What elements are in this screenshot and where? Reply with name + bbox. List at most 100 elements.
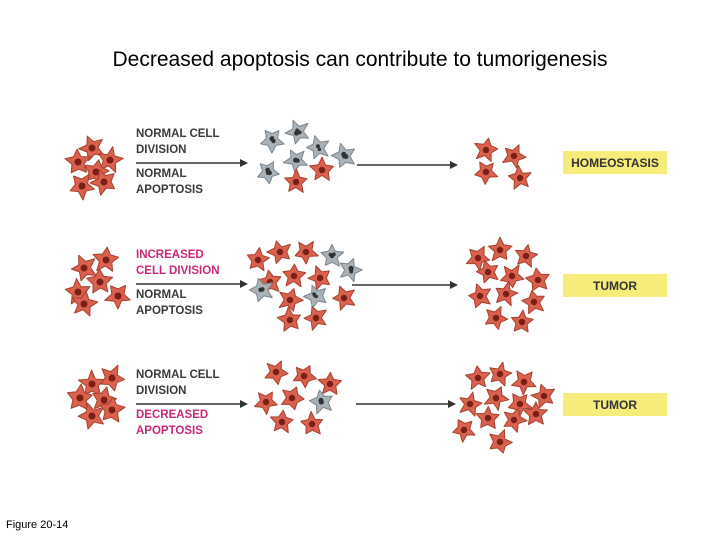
cell [69,173,95,201]
cell [293,365,318,389]
condition-label: DIVISION [136,144,186,156]
cell [89,169,115,196]
cell [507,393,533,417]
cell [521,290,545,315]
cell [459,391,483,417]
cell [502,144,527,169]
apoptotic-cell [248,277,273,302]
cell [276,306,302,332]
cell [511,370,537,396]
apoptotic-cell [320,244,345,267]
outcome-box: TUMOR [563,393,667,416]
condition-label: DIVISION [136,385,186,397]
apoptotic-cell [282,149,308,173]
condition-label: APOPTOSIS [136,184,203,196]
cell [495,280,519,307]
cell [278,288,304,312]
starting-cells [64,246,131,317]
outcome-label: HOMEOSTASIS [571,156,659,170]
cell [483,386,510,411]
cell [246,247,270,272]
condition-label: NORMAL CELL [136,128,219,140]
cell [511,309,534,333]
condition-label: APOPTOSIS [136,425,203,437]
apoptotic-cell [308,389,333,415]
cell [284,168,308,193]
cell [254,391,278,415]
apoptotic-cell [339,258,363,283]
cell [485,306,509,330]
apoptotic-cell [330,142,355,168]
starting-cells [66,364,126,430]
cell [489,361,513,387]
apoptotic-cell [302,284,327,309]
cell [98,146,124,173]
apoptotic-cell [259,129,285,154]
cell [266,240,291,265]
arrow [136,400,248,408]
cell [452,419,476,443]
cell [66,383,93,410]
outcome-box: HOMEOSTASIS [563,151,667,174]
cell [468,283,492,309]
cell [281,386,305,411]
result-cells [474,137,532,190]
dividing-cells [254,360,342,435]
cell [77,369,105,396]
cell [70,254,97,282]
arrow [357,161,458,169]
result-cells [465,236,550,333]
cell [465,365,491,390]
starting-cells [64,135,124,201]
condition-label: NORMAL CELL [136,369,219,381]
cell [503,407,528,433]
row-1: NORMAL CELL DIVISION NORMAL APOPTOSIS HOMEOS… [136,128,667,196]
cell [474,137,499,162]
cell [465,245,491,272]
figure-caption: Figure 20-14 [6,519,69,531]
cell [317,371,342,395]
arrow [356,400,456,408]
cell [300,410,324,435]
condition-label: CELL DIVISION [136,265,220,277]
cell [71,290,99,317]
cell [474,161,499,185]
condition-label: DECREASED [136,409,208,421]
cell [500,264,525,289]
apoptotic-cell [257,161,280,185]
cell [99,396,126,423]
result-cells [452,361,556,454]
arrow [136,280,248,288]
cell [270,409,294,434]
cell [530,383,556,409]
cell [303,306,327,331]
row-3: NORMAL CELL DIVISION DECREASED APOPTOSIS TUM… [136,369,667,437]
outcome-label: TUMOR [593,398,637,412]
dividing-cells [257,119,355,193]
apoptotic-cell [306,135,330,160]
cell [77,402,104,430]
arrow [352,281,458,289]
cell [489,429,513,454]
outcome-label: TUMOR [593,279,637,293]
apoptotic-cell [284,119,309,145]
cell [104,285,131,310]
condition-label: NORMAL [136,168,186,180]
cell [523,401,548,426]
cell [475,405,500,429]
cell [307,265,330,291]
cell [86,268,114,294]
slide-title: Decreased apoptosis can contribute to tu… [112,48,608,71]
arrow [136,159,248,167]
cell [64,148,92,174]
cell [282,263,307,288]
cell [100,364,126,392]
condition-label: INCREASED [136,249,204,261]
cell [487,236,513,262]
cell [515,244,539,268]
cell [332,285,356,311]
cell [525,267,550,291]
dividing-cells [246,240,363,332]
